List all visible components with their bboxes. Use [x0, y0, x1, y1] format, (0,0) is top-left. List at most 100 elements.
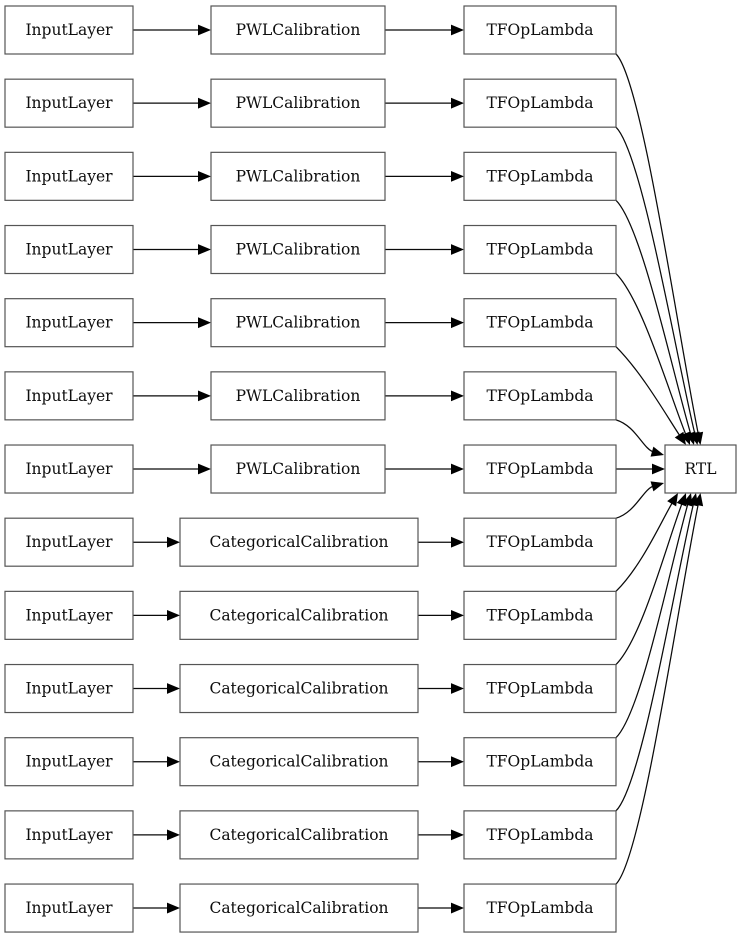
node-input-layer-1-box[interactable]	[4, 78, 134, 128]
node-lambda-9[interactable]: TFOpLambda	[463, 663, 617, 714]
node-calibration-11[interactable]: CategoricalCalibration	[179, 810, 419, 860]
node-calibration-7[interactable]: CategoricalCalibration	[179, 517, 419, 567]
node-calibration-12-box[interactable]	[179, 883, 419, 933]
node-calibration-0[interactable]: PWLCalibration	[210, 5, 386, 55]
node-calibration-2-box[interactable]	[210, 151, 386, 201]
node-input-layer-3-box[interactable]	[4, 224, 134, 275]
node-input-layer-11[interactable]: InputLayer	[4, 810, 134, 860]
node-lambda-2-box[interactable]	[463, 151, 617, 201]
node-input-layer-4[interactable]: InputLayer	[4, 298, 134, 348]
node-input-layer-0-box[interactable]	[4, 5, 134, 55]
node-input-layer-12[interactable]: InputLayer	[4, 883, 134, 933]
node-calibration-3-box[interactable]	[210, 224, 386, 275]
node-input-layer-6-box[interactable]	[4, 444, 134, 494]
node-input-layer-9-label: InputLayer	[25, 680, 113, 698]
edge-lambda-5-to-rtl-path	[615, 419, 655, 453]
node-rtl-box[interactable]	[664, 444, 737, 494]
node-calibration-6[interactable]: PWLCalibration	[210, 444, 386, 494]
node-lambda-4-box[interactable]	[463, 298, 617, 348]
edge-input-8-to-calibration	[133, 609, 180, 621]
edge-input-11-to-calibration-arrowhead	[167, 829, 180, 841]
edge-input-4-to-calibration-arrowhead	[198, 317, 211, 329]
node-calibration-7-box[interactable]	[179, 517, 419, 567]
node-calibration-8[interactable]: CategoricalCalibration	[179, 590, 419, 640]
node-calibration-1[interactable]: PWLCalibration	[210, 78, 386, 128]
node-input-layer-5[interactable]: InputLayer	[4, 371, 134, 421]
node-calibration-4-box[interactable]	[210, 298, 386, 348]
node-calibration-5-box[interactable]	[210, 371, 386, 421]
node-input-layer-6[interactable]: InputLayer	[4, 444, 134, 494]
node-lambda-8[interactable]: TFOpLambda	[463, 590, 617, 640]
node-lambda-10-box[interactable]	[463, 737, 617, 787]
node-lambda-7-box[interactable]	[463, 517, 617, 567]
node-calibration-0-box[interactable]	[210, 5, 386, 55]
node-calibration-10-label: CategoricalCalibration	[209, 753, 388, 771]
edge-calibration-0-to-lambda	[385, 24, 464, 36]
node-calibration-5[interactable]: PWLCalibration	[210, 371, 386, 421]
node-input-layer-10[interactable]: InputLayer	[4, 737, 134, 787]
edge-calibration-10-to-lambda	[418, 756, 464, 768]
node-lambda-10[interactable]: TFOpLambda	[463, 737, 617, 787]
node-lambda-4[interactable]: TFOpLambda	[463, 298, 617, 348]
node-lambda-9-box[interactable]	[463, 663, 617, 714]
node-lambda-0[interactable]: TFOpLambda	[463, 5, 617, 55]
edge-lambda-1-to-rtl	[615, 126, 700, 445]
node-input-layer-3[interactable]: InputLayer	[4, 224, 134, 275]
node-lambda-8-box[interactable]	[463, 590, 617, 640]
edge-input-10-to-calibration-arrowhead	[167, 756, 180, 768]
node-input-layer-0[interactable]: InputLayer	[4, 5, 134, 55]
node-lambda-1[interactable]: TFOpLambda	[463, 78, 617, 128]
node-input-layer-10-box[interactable]	[4, 737, 134, 787]
node-lambda-11[interactable]: TFOpLambda	[463, 810, 617, 860]
node-calibration-8-box[interactable]	[179, 590, 419, 640]
edge-lambda-12-to-rtl-path	[615, 503, 700, 885]
node-input-layer-8-box[interactable]	[4, 590, 134, 640]
node-input-layer-11-box[interactable]	[4, 810, 134, 860]
node-lambda-7-label: TFOpLambda	[486, 533, 593, 551]
node-lambda-2[interactable]: TFOpLambda	[463, 151, 617, 201]
node-lambda-6-box[interactable]	[463, 444, 617, 494]
node-input-layer-7-box[interactable]	[4, 517, 134, 567]
node-input-layer-4-box[interactable]	[4, 298, 134, 348]
edge-calibration-5-to-lambda-arrowhead	[451, 390, 464, 402]
node-calibration-4[interactable]: PWLCalibration	[210, 298, 386, 348]
node-lambda-5[interactable]: TFOpLambda	[463, 371, 617, 421]
node-calibration-11-box[interactable]	[179, 810, 419, 860]
node-calibration-9[interactable]: CategoricalCalibration	[179, 663, 419, 714]
node-calibration-2[interactable]: PWLCalibration	[210, 151, 386, 201]
node-lambda-0-box[interactable]	[463, 5, 617, 55]
node-input-layer-7[interactable]: InputLayer	[4, 517, 134, 567]
edge-input-1-to-calibration	[133, 97, 211, 109]
node-lambda-7[interactable]: TFOpLambda	[463, 517, 617, 567]
edge-input-8-to-calibration-arrowhead	[167, 609, 180, 621]
node-lambda-3[interactable]: TFOpLambda	[463, 224, 617, 275]
node-calibration-10-box[interactable]	[179, 737, 419, 787]
node-lambda-1-box[interactable]	[463, 78, 617, 128]
node-input-layer-5-box[interactable]	[4, 371, 134, 421]
node-lambda-6[interactable]: TFOpLambda	[463, 444, 617, 494]
node-lambda-10-label: TFOpLambda	[486, 753, 593, 771]
node-rtl[interactable]: RTL	[664, 444, 737, 494]
edge-input-3-to-calibration	[133, 244, 211, 255]
node-lambda-12[interactable]: TFOpLambda	[463, 883, 617, 933]
node-calibration-3[interactable]: PWLCalibration	[210, 224, 386, 275]
node-lambda-12-box[interactable]	[463, 883, 617, 933]
node-calibration-6-box[interactable]	[210, 444, 386, 494]
edge-lambda-5-to-rtl-arrowhead	[650, 446, 664, 457]
node-input-layer-1[interactable]: InputLayer	[4, 78, 134, 128]
node-lambda-3-box[interactable]	[463, 224, 617, 275]
node-input-layer-9[interactable]: InputLayer	[4, 663, 134, 714]
node-input-layer-2[interactable]: InputLayer	[4, 151, 134, 201]
node-input-layer-2-box[interactable]	[4, 151, 134, 201]
node-input-layer-9-box[interactable]	[4, 663, 134, 714]
node-calibration-12[interactable]: CategoricalCalibration	[179, 883, 419, 933]
node-input-layer-8[interactable]: InputLayer	[4, 590, 134, 640]
node-input-layer-12-box[interactable]	[4, 883, 134, 933]
edge-input-7-to-calibration-arrowhead	[167, 536, 180, 548]
edge-lambda-9-to-rtl-path	[615, 502, 683, 665]
node-calibration-9-box[interactable]	[179, 663, 419, 714]
node-lambda-5-box[interactable]	[463, 371, 617, 421]
node-lambda-11-box[interactable]	[463, 810, 617, 860]
node-calibration-1-box[interactable]	[210, 78, 386, 128]
node-calibration-10[interactable]: CategoricalCalibration	[179, 737, 419, 787]
